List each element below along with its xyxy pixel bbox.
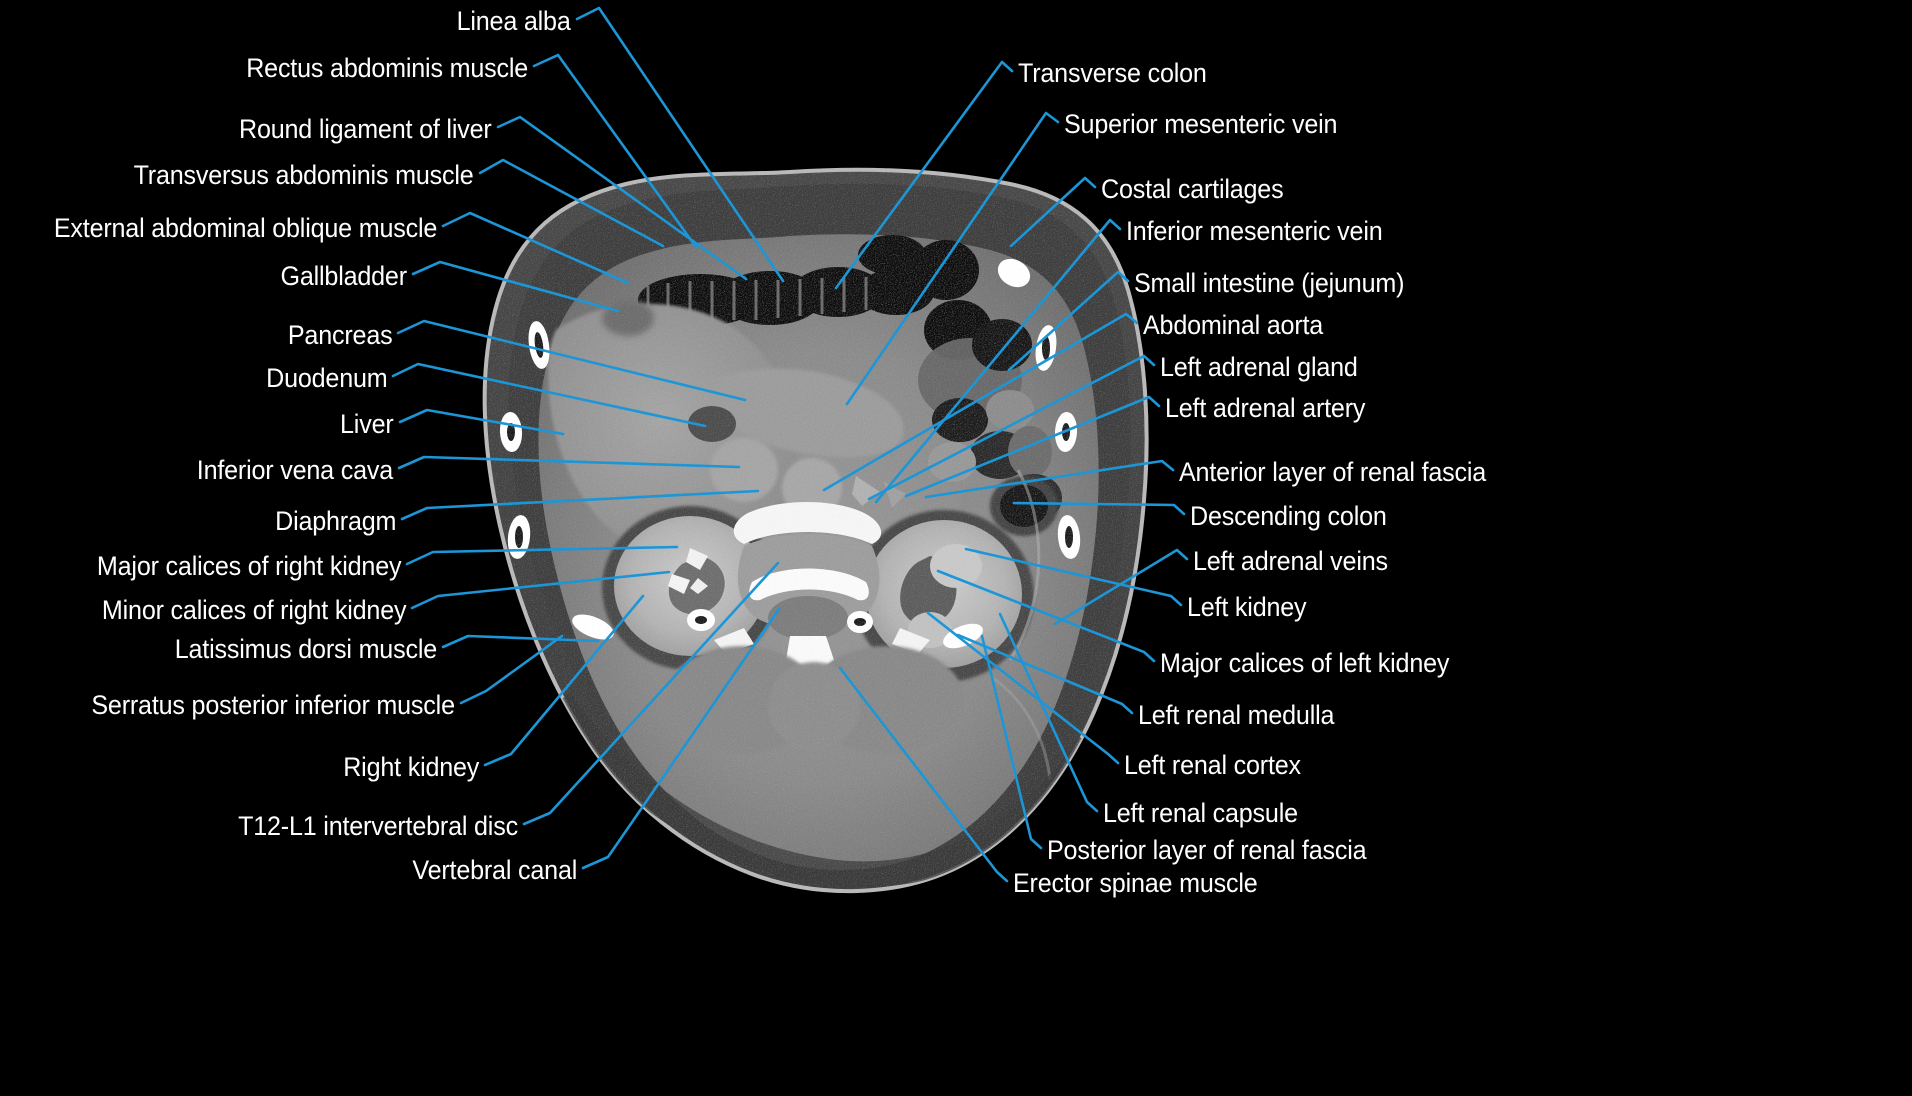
label-right-kidney: Right kidney [343,752,479,782]
label-erector-spinae-muscle: Erector spinae muscle [1013,868,1258,898]
label-diaphragm: Diaphragm [274,506,396,536]
label-rectus-abdominis-muscle: Rectus abdominis muscle [246,53,528,83]
label-left-renal-medulla: Left renal medulla [1138,700,1335,730]
label-gallbladder: Gallbladder [280,261,408,291]
label-major-calices-of-left-kidney: Major calices of left kidney [1160,648,1450,678]
label-abdominal-aorta: Abdominal aorta [1143,310,1324,340]
label-descending-colon: Descending colon [1190,501,1387,531]
label-pancreas: Pancreas [287,320,392,350]
label-external-abdominal-oblique-muscle: External abdominal oblique muscle [53,213,437,243]
label-inferior-vena-cava: Inferior vena cava [196,455,393,485]
label-left-adrenal-artery: Left adrenal artery [1165,393,1366,423]
label-transverse-colon: Transverse colon [1018,58,1207,88]
label-posterior-layer-of-renal-fascia: Posterior layer of renal fascia [1047,835,1367,865]
label-superior-mesenteric-vein: Superior mesenteric vein [1064,109,1338,139]
label-left-renal-cortex: Left renal cortex [1124,750,1301,780]
label-liver: Liver [340,409,394,439]
label-left-kidney: Left kidney [1187,592,1307,622]
label-vertebral-canal: Vertebral canal [412,855,577,885]
label-transversus-abdominis-muscle: Transversus abdominis muscle [134,160,474,190]
label-left-adrenal-gland: Left adrenal gland [1160,352,1358,382]
label-inferior-mesenteric-vein: Inferior mesenteric vein [1126,216,1383,246]
label-anterior-layer-of-renal-fascia: Anterior layer of renal fascia [1179,457,1487,487]
label-minor-calices-of-right-kidney: Minor calices of right kidney [101,595,407,625]
label-latissimus-dorsi-muscle: Latissimus dorsi muscle [174,634,437,664]
label-major-calices-of-right-kidney: Major calices of right kidney [96,551,402,581]
label-linea-alba: Linea alba [456,6,571,36]
label-duodenum: Duodenum [265,363,388,393]
label-small-intestine-jejunum: Small intestine (jejunum) [1134,268,1405,298]
label-costal-cartilages: Costal cartilages [1101,174,1284,204]
label-left-renal-capsule: Left renal capsule [1103,798,1298,828]
label-t12-l1-intervertebral-disc: T12-L1 intervertebral disc [238,811,518,841]
label-left-adrenal-veins: Left adrenal veins [1193,546,1388,576]
label-round-ligament-of-liver: Round ligament of liver [239,114,492,144]
label-serratus-posterior-inferior-muscle: Serratus posterior inferior muscle [91,690,456,720]
